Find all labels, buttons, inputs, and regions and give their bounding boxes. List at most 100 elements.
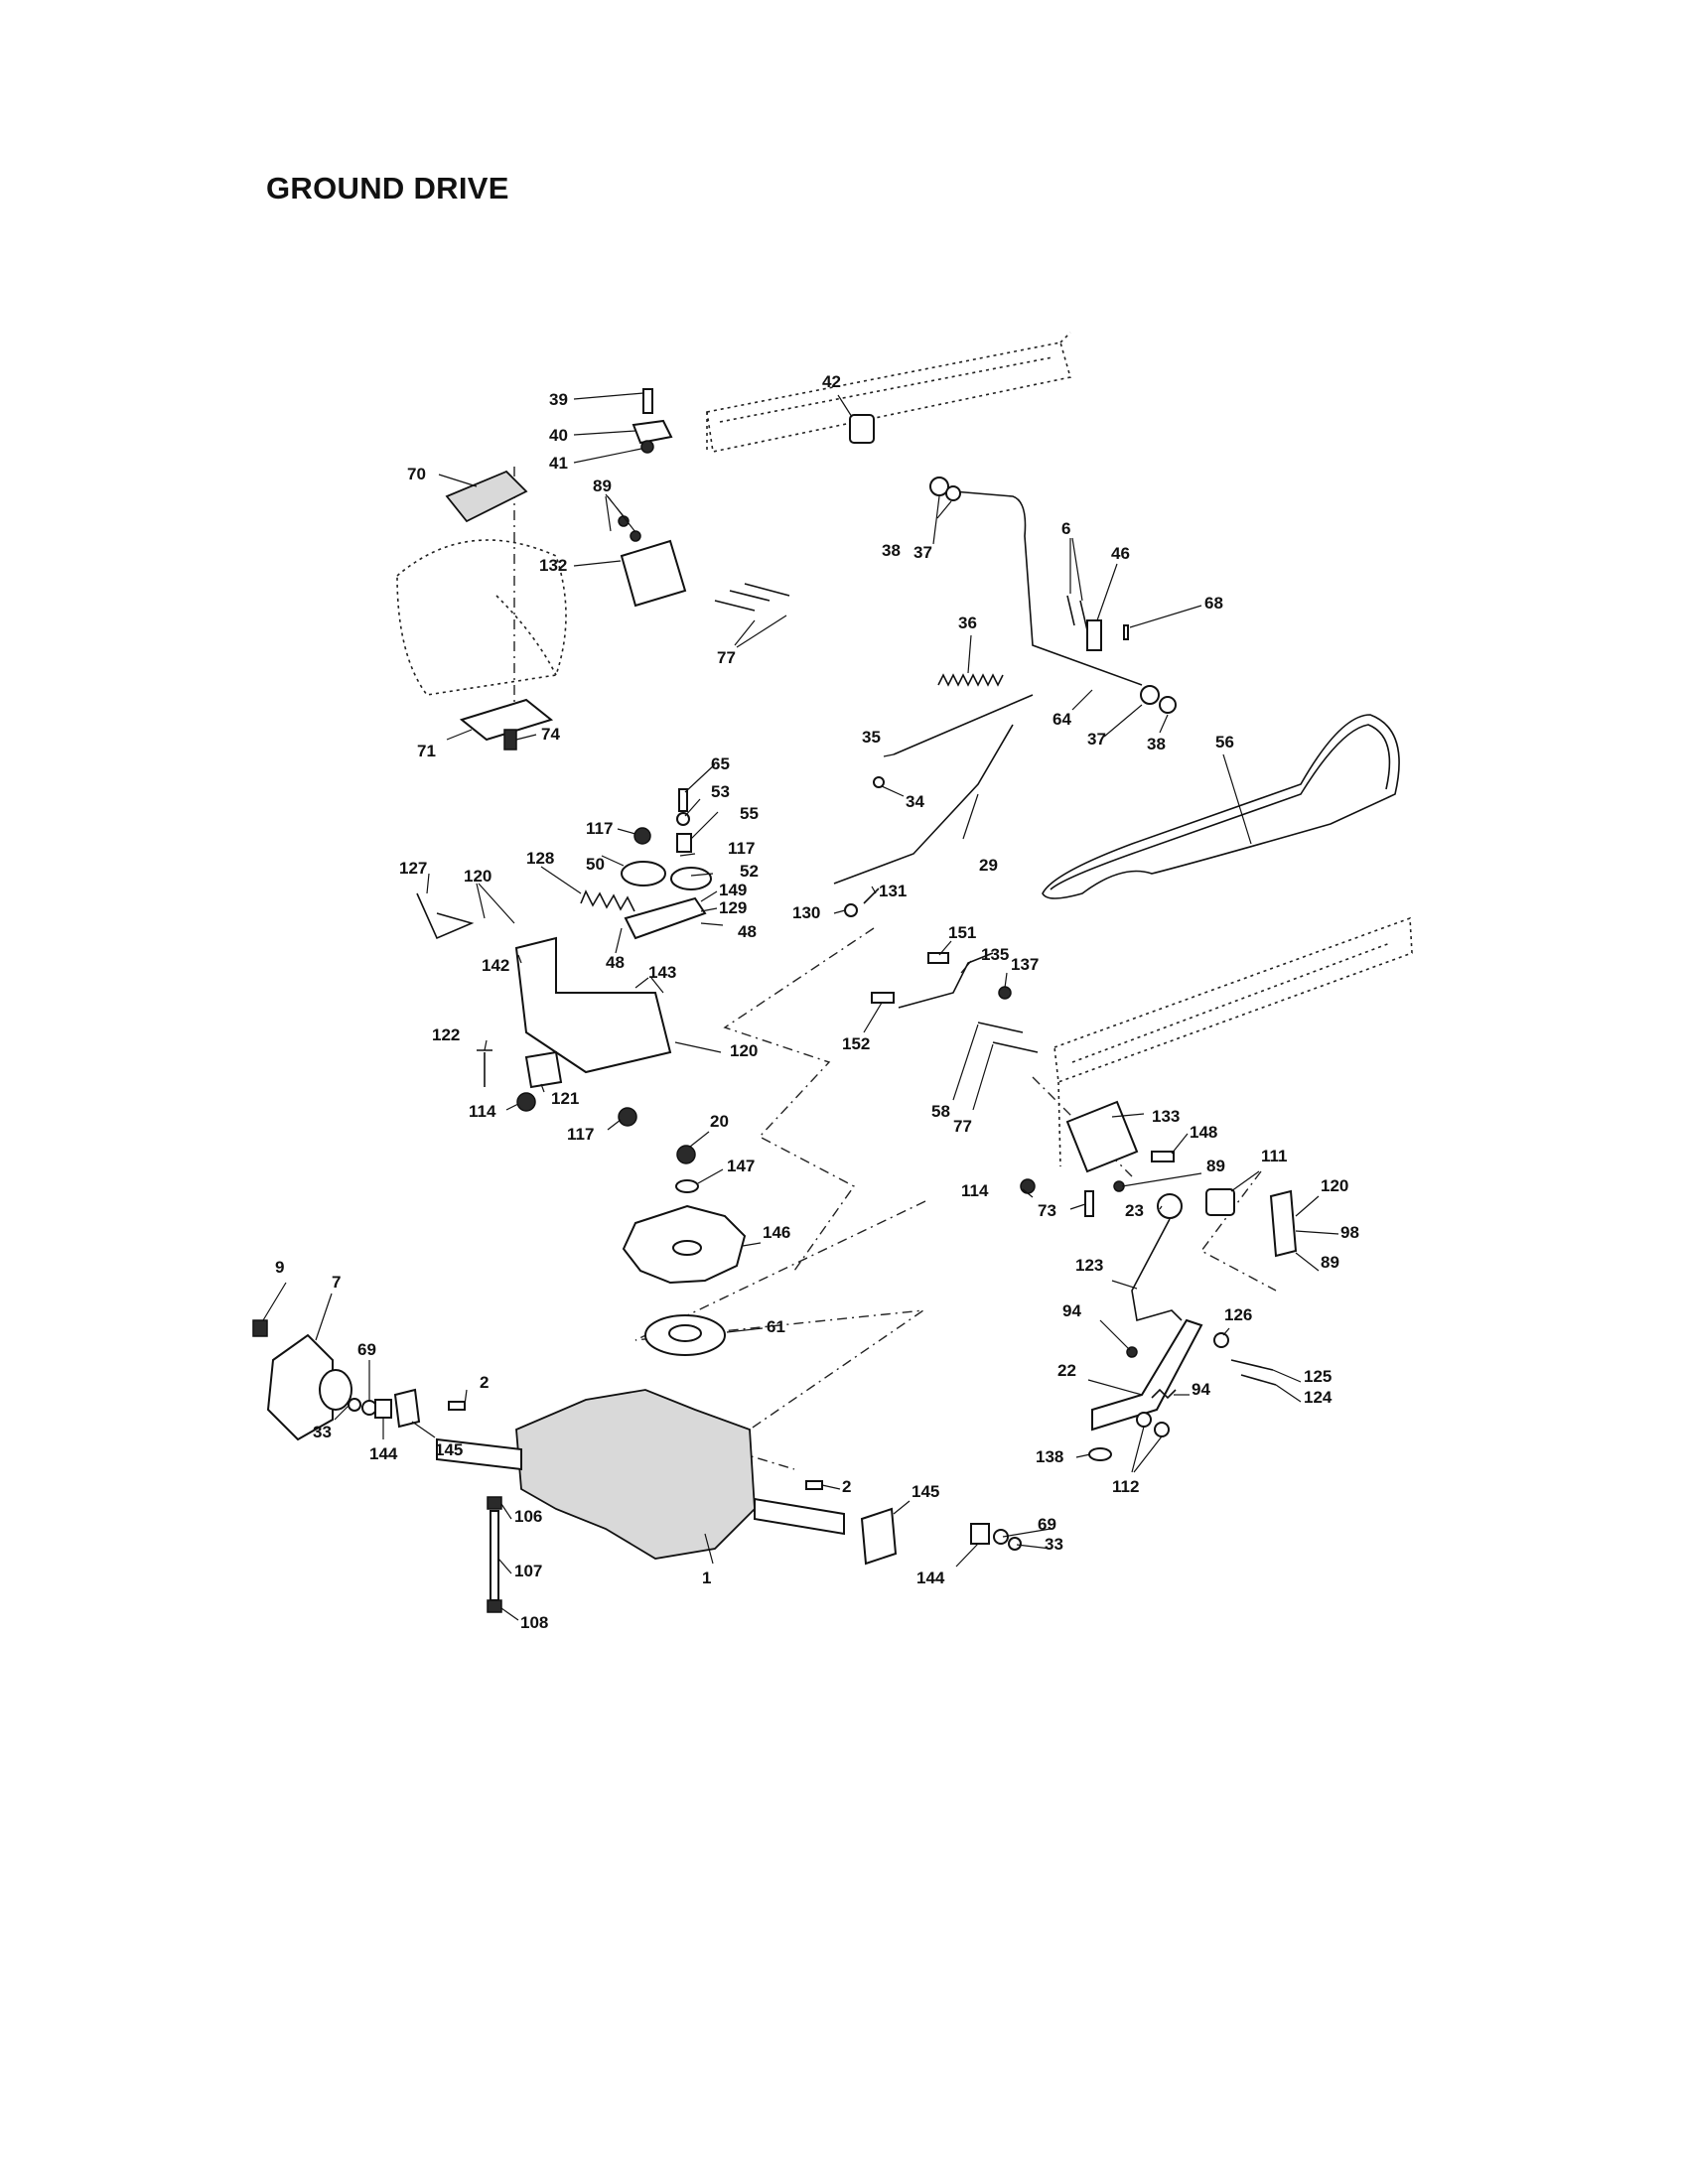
callout-151: 151 xyxy=(948,923,976,942)
callout-135: 135 xyxy=(981,945,1009,964)
callout-42: 42 xyxy=(822,372,841,391)
part-151-bolt xyxy=(927,952,949,964)
fender-body xyxy=(396,539,567,696)
part-7-hub-collar xyxy=(319,1369,352,1411)
callout-124: 124 xyxy=(1304,1388,1333,1407)
callout-89: 89 xyxy=(1206,1157,1225,1175)
callout-55: 55 xyxy=(740,804,759,823)
assembly-centerlines xyxy=(513,467,1277,1470)
part-124-125-bolts xyxy=(1230,1359,1277,1386)
callout-133: 133 xyxy=(1152,1107,1180,1126)
callout-94: 94 xyxy=(1192,1380,1210,1399)
callout-61: 61 xyxy=(767,1317,785,1336)
part-70-plate xyxy=(445,470,528,523)
part-144-bushing-a xyxy=(374,1399,392,1419)
part-34-ferrule xyxy=(873,776,885,788)
part-152-bolt xyxy=(871,992,895,1004)
callout-117: 117 xyxy=(586,819,613,838)
part-61-pulley-hub xyxy=(668,1324,702,1342)
callout-65: 65 xyxy=(711,754,730,773)
part-55-spacer xyxy=(676,833,692,853)
part-112-washer-b xyxy=(1154,1422,1170,1437)
part-129-idler-arm xyxy=(624,896,707,940)
part-50-pulley xyxy=(621,861,666,887)
cross-shaft xyxy=(952,490,1143,686)
part-122-bolt xyxy=(477,1049,492,1087)
part-117-nut-a xyxy=(633,827,651,845)
callout-20: 20 xyxy=(710,1112,729,1131)
callout-123: 123 xyxy=(1075,1256,1103,1275)
callout-64: 64 xyxy=(1052,710,1071,729)
callout-89: 89 xyxy=(593,477,612,495)
callout-148: 148 xyxy=(1190,1123,1217,1142)
callout-132: 132 xyxy=(539,556,567,575)
callout-131: 131 xyxy=(879,882,907,900)
callout-121: 121 xyxy=(551,1089,579,1108)
part-38-washer-a xyxy=(929,477,949,496)
callout-94: 94 xyxy=(1062,1301,1081,1320)
part-147-washer xyxy=(675,1179,699,1193)
callout-22: 22 xyxy=(1057,1361,1076,1380)
part-2-key-b xyxy=(805,1480,823,1490)
part-53-washer xyxy=(676,812,690,826)
callout-74: 74 xyxy=(541,725,560,744)
part-65-bolt xyxy=(678,788,688,812)
callout-34: 34 xyxy=(906,792,924,811)
callout-7: 7 xyxy=(332,1273,341,1292)
callout-107: 107 xyxy=(514,1562,542,1580)
part-94-spring xyxy=(1151,1388,1177,1400)
part-138-washer xyxy=(1088,1447,1112,1461)
upper-frame-rail xyxy=(706,332,1072,453)
callout-56: 56 xyxy=(1215,733,1234,751)
callout-149: 149 xyxy=(719,881,747,899)
part-123-lever xyxy=(1131,1218,1183,1322)
part-128-spring xyxy=(580,889,635,912)
callout-152: 152 xyxy=(842,1034,870,1053)
leader-lines xyxy=(262,392,1339,1621)
callout-73: 73 xyxy=(1038,1201,1056,1220)
callout-70: 70 xyxy=(407,465,426,483)
callout-122: 122 xyxy=(432,1025,460,1044)
part-106-nut xyxy=(487,1496,502,1510)
callout-2: 2 xyxy=(842,1477,851,1496)
part-146-fan-hub xyxy=(672,1240,702,1256)
callout-111: 111 xyxy=(1261,1147,1288,1165)
callout-128: 128 xyxy=(526,849,554,868)
callout-112: 112 xyxy=(1112,1477,1139,1496)
callout-41: 41 xyxy=(549,454,568,473)
part-127-rod xyxy=(416,892,475,940)
callout-120: 120 xyxy=(464,867,491,886)
lower-frame-rail xyxy=(1053,916,1413,1167)
part-42-bushing xyxy=(849,414,875,444)
part-126-washer xyxy=(1213,1332,1229,1348)
callout-68: 68 xyxy=(1204,594,1223,613)
callout-71: 71 xyxy=(417,742,436,760)
part-6-pins xyxy=(1066,595,1088,631)
callout-23: 23 xyxy=(1125,1201,1144,1220)
part-77-bolts-upper xyxy=(714,583,790,612)
callout-89: 89 xyxy=(1321,1253,1339,1272)
callout-126: 126 xyxy=(1224,1305,1252,1324)
callout-40: 40 xyxy=(549,426,568,445)
callout-145: 145 xyxy=(912,1482,939,1501)
part-130-washer xyxy=(844,903,858,917)
part-58-77-bolts xyxy=(977,1022,1039,1053)
part-69-washer-b xyxy=(993,1529,1009,1545)
part-114-nut-a xyxy=(516,1092,536,1112)
callout-120: 120 xyxy=(730,1041,758,1060)
part-145-bracket-a xyxy=(393,1388,421,1429)
part-69-washer-a xyxy=(361,1400,377,1416)
transaxle-right-axle xyxy=(754,1497,845,1536)
callout-69: 69 xyxy=(357,1340,376,1359)
part-142-bracket xyxy=(514,936,672,1074)
callout-52: 52 xyxy=(740,862,759,881)
part-35-rod xyxy=(893,694,1034,755)
callout-108: 108 xyxy=(520,1613,548,1632)
part-131-pin xyxy=(863,887,880,904)
callout-138: 138 xyxy=(1036,1447,1063,1466)
callout-77: 77 xyxy=(953,1117,972,1136)
part-108-nut xyxy=(487,1599,502,1613)
part-33-washer-a xyxy=(348,1398,361,1412)
part-112-washer-a xyxy=(1136,1412,1152,1428)
callout-48: 48 xyxy=(738,922,757,941)
